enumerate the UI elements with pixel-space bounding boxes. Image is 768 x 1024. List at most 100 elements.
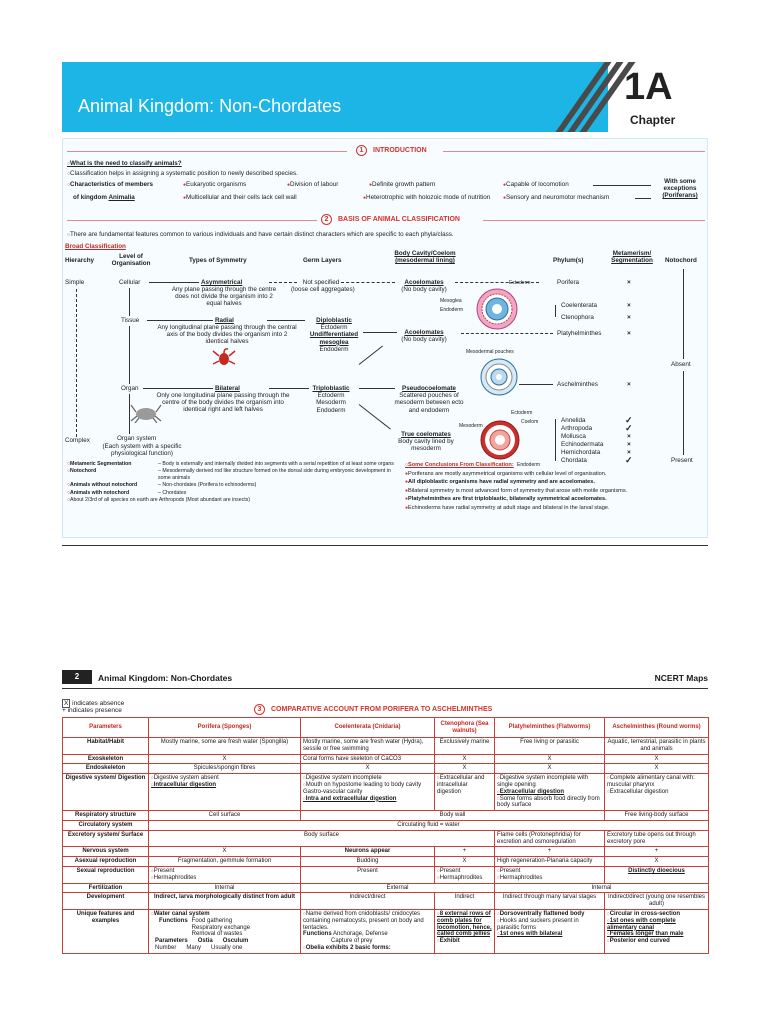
phylum-aschelminthes: Aschelminthes: [557, 381, 598, 388]
phylum-porifera: Porifera: [557, 279, 580, 286]
arrow-line: [341, 282, 395, 283]
trait: Division of labour: [287, 181, 338, 189]
cross-icon: ×: [627, 381, 631, 388]
pseudocoel-section-icon: [480, 358, 518, 396]
phylum-hemichordata: Hemichordata: [561, 449, 601, 456]
arrow-line: [267, 320, 305, 321]
level-tissue: Tissue: [121, 317, 140, 324]
col-phylum: Phylum(s): [553, 257, 584, 264]
char-label: Characteristics of members: [67, 181, 153, 189]
coelom-acoel-1: Acoelomates(No body cavity): [401, 279, 447, 294]
brand: NCERT Maps: [654, 673, 708, 683]
notes-list: Metameric Segmentation– Body is external…: [67, 461, 397, 504]
hierarchy-arrow: [76, 289, 77, 437]
table-row: Unique features and examples Water canal…: [62, 908, 709, 954]
diag-endoderm: Endoderm: [440, 307, 464, 313]
diag-mesopouch: Mesodermal pouches: [466, 349, 514, 355]
phylum-platyhelminthes: Platyhelminthes: [557, 330, 602, 337]
basis-intro: There are fundamental features common to…: [67, 231, 454, 239]
phylum-arthropoda: Arthropoda: [561, 425, 593, 432]
arrow-line: [363, 332, 397, 333]
question: What is the need to classify animals?: [67, 160, 182, 168]
section-number: 1: [356, 145, 367, 156]
trait: Multicellular and their cells lack cell …: [183, 194, 297, 202]
exceptions: With some exceptions (Poriferans): [662, 178, 698, 200]
col-level: Level of Organisation: [111, 253, 151, 268]
col-notochord: Notochord: [665, 257, 697, 264]
divider: [67, 220, 317, 221]
col-symmetry: Types of Symmetry: [189, 257, 247, 264]
sym-asymmetrical: Asymmetrical: [201, 279, 243, 286]
char-label-2: of kingdom Animalia: [73, 194, 135, 201]
page-number: 2: [62, 670, 92, 684]
hier-complex: Complex: [65, 437, 90, 444]
phylum-echinodermata: Echinodermata: [561, 441, 604, 448]
note-row: Notochord– Mesodermally derived rod like…: [67, 468, 397, 481]
header-rule: [62, 688, 708, 689]
trait: Eukaryotic organisms: [183, 181, 246, 189]
note-row: Animals with notochord– Chordates: [67, 490, 397, 496]
trait: Definite growth pattern: [369, 181, 435, 189]
basis-heading: 2 BASIS OF ANIMAL CLASSIFICATION: [321, 214, 460, 225]
level-note: (Each system with a specific physiologic…: [102, 443, 182, 458]
bracket: [555, 305, 556, 317]
divider: [67, 151, 347, 152]
note-row: Animals without notochord– Non-chordates…: [67, 482, 397, 488]
coelom-section-icon: [480, 420, 520, 460]
level-arrow: [129, 288, 130, 316]
bracket: [555, 419, 556, 461]
sym-bilateral: Bilateral: [215, 385, 240, 392]
cross-icon: ×: [627, 441, 631, 448]
phylum-coelenterata: Coelenterata: [561, 302, 598, 309]
diag-mesoderm: Mesoderm: [459, 423, 483, 429]
arrow-line: [269, 388, 309, 389]
cross-icon: ×: [627, 302, 631, 309]
radial-section-icon: [476, 288, 518, 330]
page-rule: [62, 545, 708, 546]
check-icon: ✓: [625, 455, 633, 465]
arrow-line: [269, 282, 297, 283]
arrow-line: [593, 185, 651, 186]
chapter-title: Animal Kingdom: Non-Chordates: [78, 96, 342, 116]
diag-ectoderm: Ectoderm: [509, 280, 531, 286]
conclusion-item: Bilateral symmetry is most advanced form…: [405, 487, 705, 496]
cross-icon: ×: [627, 279, 631, 286]
conclusions: Some Conclusions From Classification: Po…: [405, 461, 705, 513]
page-one-content: 1 INTRODUCTION What is the need to class…: [62, 138, 708, 538]
phylum-mollusca: Mollusca: [561, 433, 586, 440]
arrow-line: [147, 320, 213, 321]
cross-icon: ×: [627, 449, 631, 456]
notochord-line: [683, 269, 684, 359]
arrow-line: [143, 388, 213, 389]
arrow-line: [635, 198, 651, 199]
legend: X indicates absence + indicates presence: [62, 699, 125, 714]
col-metamerism: Metamerism/ Segmentation: [611, 250, 653, 265]
arrow-line: [461, 333, 553, 334]
level-organ-system: Organ system: [117, 435, 157, 442]
col-coelom: Body Cavity/Coelom (mesodermal lining): [394, 250, 456, 265]
conclusions-title: Some Conclusions From Classification:: [405, 461, 705, 470]
cross-icon: ×: [627, 314, 631, 321]
arrow-line: [455, 282, 539, 283]
germ-triploblastic: Triploblastic Ectoderm Mesoderm Endoderm: [312, 385, 350, 414]
arrow-line: [358, 404, 391, 430]
comparison-heading: 3 COMPARATIVE ACCOUNT FROM PORIFERA TO A…: [254, 704, 492, 715]
level-cellular: Cellular: [119, 279, 141, 286]
sym-asym-note: Any plane passing through the centre doe…: [171, 286, 277, 308]
section-number: 3: [254, 704, 265, 715]
phylum-ctenophora: Ctenophora: [561, 314, 594, 321]
phylum-annelida: Annelida: [561, 417, 586, 424]
sym-bilateral-note: Only one longitudinal plane passing thro…: [156, 392, 290, 414]
conclusion-item: Platyhelminthes are first triploblastic,…: [405, 495, 705, 504]
sym-radial: Radial: [215, 317, 234, 324]
table-row: Digestive system/ Digestion Digestive sy…: [62, 773, 709, 812]
